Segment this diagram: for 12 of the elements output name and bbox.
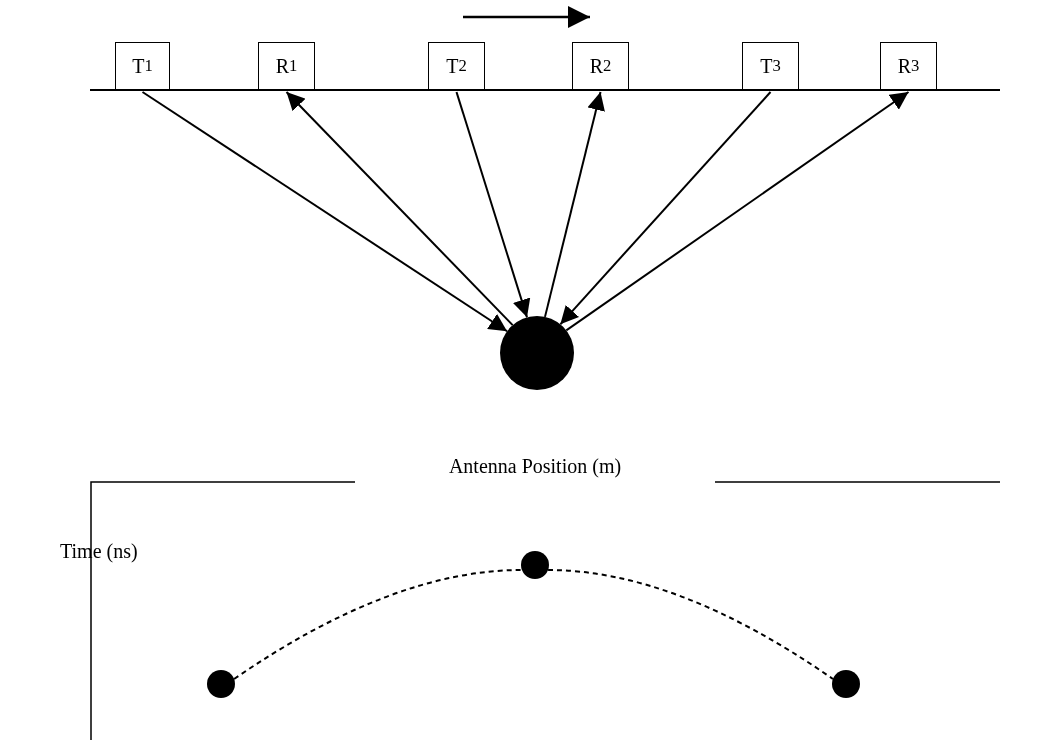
arrow — [141, 91, 509, 333]
data-point — [207, 670, 235, 698]
dashed-curve — [233, 568, 523, 681]
data-point — [521, 551, 549, 579]
arrow — [559, 91, 772, 326]
arrow — [285, 91, 514, 327]
target-circle — [500, 316, 574, 390]
data-point — [832, 670, 860, 698]
arrow — [455, 91, 531, 319]
arrow — [565, 91, 910, 332]
arrow — [544, 91, 605, 318]
dashed-curve — [547, 569, 834, 680]
